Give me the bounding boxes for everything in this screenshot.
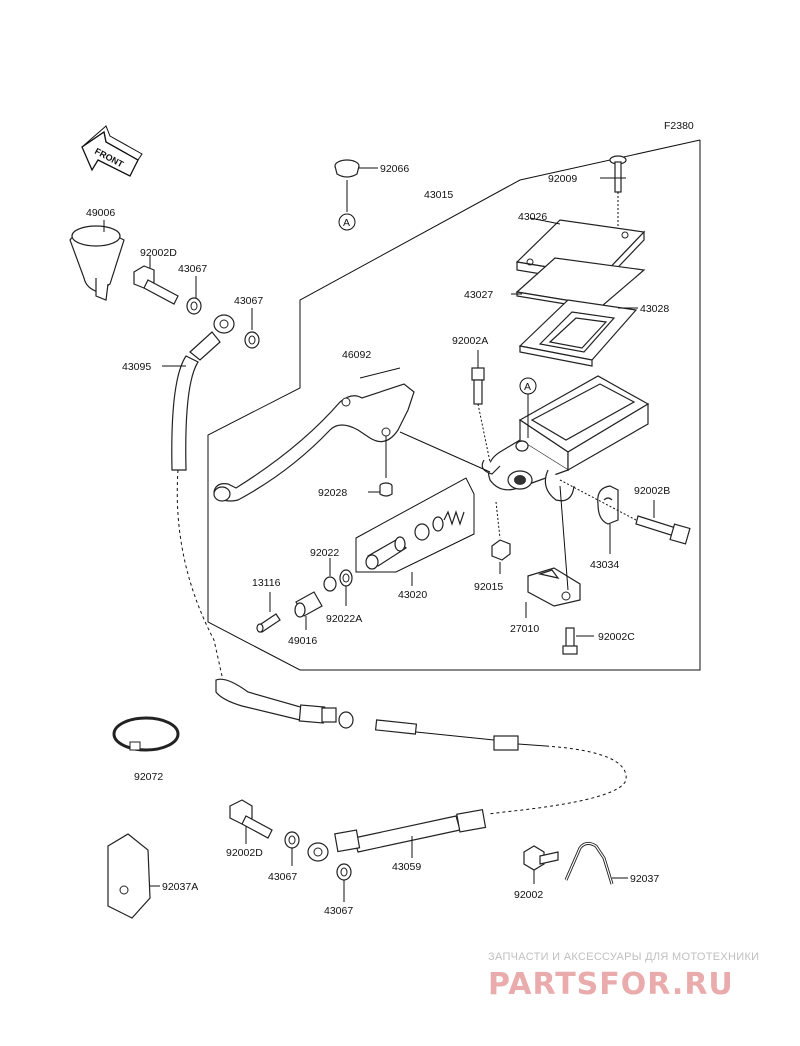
label-92066: 92066 [380, 163, 409, 175]
label-43067-a: 43067 [178, 263, 207, 275]
part-92009-screw [600, 155, 627, 228]
label-43067-d: 43067 [324, 905, 353, 917]
figure-code: F2380 [664, 120, 694, 132]
label-43034: 43034 [590, 559, 619, 571]
label-46092: 46092 [342, 349, 371, 361]
assembly-outline [207, 139, 701, 671]
part-92002-bolt [523, 845, 559, 884]
part-43095-hose [162, 314, 354, 729]
label-92009: 92009 [548, 173, 577, 185]
label-92015: 92015 [474, 581, 503, 593]
part-92002d-banjo-bottom [229, 799, 273, 844]
label-92002c: 92002C [598, 631, 635, 643]
label-43067-c: 43067 [268, 871, 297, 883]
label-92022a: 92022A [326, 613, 362, 625]
label-92002d-bottom: 92002D [226, 847, 263, 859]
part-92028-pivot [368, 482, 393, 497]
part-43067-washer-a [186, 276, 202, 315]
part-43034-clamp [597, 485, 619, 554]
part-92066-cap [334, 159, 378, 178]
part-92022-circlip [323, 558, 337, 592]
part-43067-washer-c [284, 831, 300, 866]
part-27010-switch [525, 485, 581, 618]
label-43095: 43095 [122, 361, 151, 373]
label-92002d-top: 92002D [140, 247, 177, 259]
part-labels: 92066 43015 92009 43026 43027 43028 4900… [86, 163, 670, 917]
label-43059: 43059 [392, 861, 421, 873]
part-92022a-seal [339, 569, 353, 606]
part-92015-nut [491, 501, 511, 574]
label-43067-b: 43067 [234, 295, 263, 307]
label-92002: 92002 [514, 889, 543, 901]
part-92037-guide [564, 841, 628, 885]
watermark: ЗАПЧАСТИ И АКСЕССУАРЫ ДЛЯ МОТОТЕХНИКИ PA… [488, 951, 759, 1002]
label-92072: 92072 [134, 771, 163, 783]
watermark-caption: ЗАПЧАСТИ И АКСЕССУАРЫ ДЛЯ МОТОТЕХНИКИ [488, 951, 759, 963]
part-43020-piston-kit [355, 477, 475, 586]
ref-marker-a-body-label: A [524, 381, 531, 393]
part-43028-diaphragm [518, 299, 638, 367]
label-13116: 13116 [252, 577, 281, 589]
part-13116-pushrod [256, 592, 281, 633]
ref-marker-a-top: A [338, 180, 356, 231]
part-43067-washer-d [336, 863, 352, 902]
label-49006: 49006 [86, 207, 115, 219]
label-27010: 27010 [510, 623, 539, 635]
master-cylinder-body [481, 375, 650, 502]
part-92002b-bolt [559, 479, 691, 545]
label-92002b: 92002B [634, 485, 670, 497]
label-92002a-top: 92002A [452, 335, 488, 347]
label-92028: 92028 [318, 487, 347, 499]
label-43015: 43015 [424, 189, 453, 201]
part-46092-lever [213, 367, 491, 502]
part-92037a-guide [107, 833, 160, 919]
label-49016: 49016 [288, 635, 317, 647]
ref-marker-a-label: A [343, 217, 350, 229]
label-43027: 43027 [464, 289, 493, 301]
part-92002d-banjo-top [133, 256, 179, 305]
label-92037: 92037 [630, 873, 659, 885]
watermark-logo: PARTSFOR.RU [488, 967, 734, 1002]
part-92072-clamp [112, 716, 180, 752]
part-43067-washer-b [244, 308, 260, 349]
label-43026: 43026 [518, 211, 547, 223]
label-43020: 43020 [398, 589, 427, 601]
label-92037a: 92037A [162, 881, 198, 893]
label-43028: 43028 [640, 303, 669, 315]
part-49016-boot [294, 591, 323, 630]
part-49006-boot [69, 220, 125, 301]
part-92002a-bolt [471, 350, 491, 463]
label-92022: 92022 [310, 547, 339, 559]
ref-marker-a-body: A [519, 377, 537, 395]
front-direction-arrow: FRONT [81, 125, 143, 177]
part-92002c-screw [562, 627, 594, 655]
part-43059-cable [307, 719, 627, 862]
